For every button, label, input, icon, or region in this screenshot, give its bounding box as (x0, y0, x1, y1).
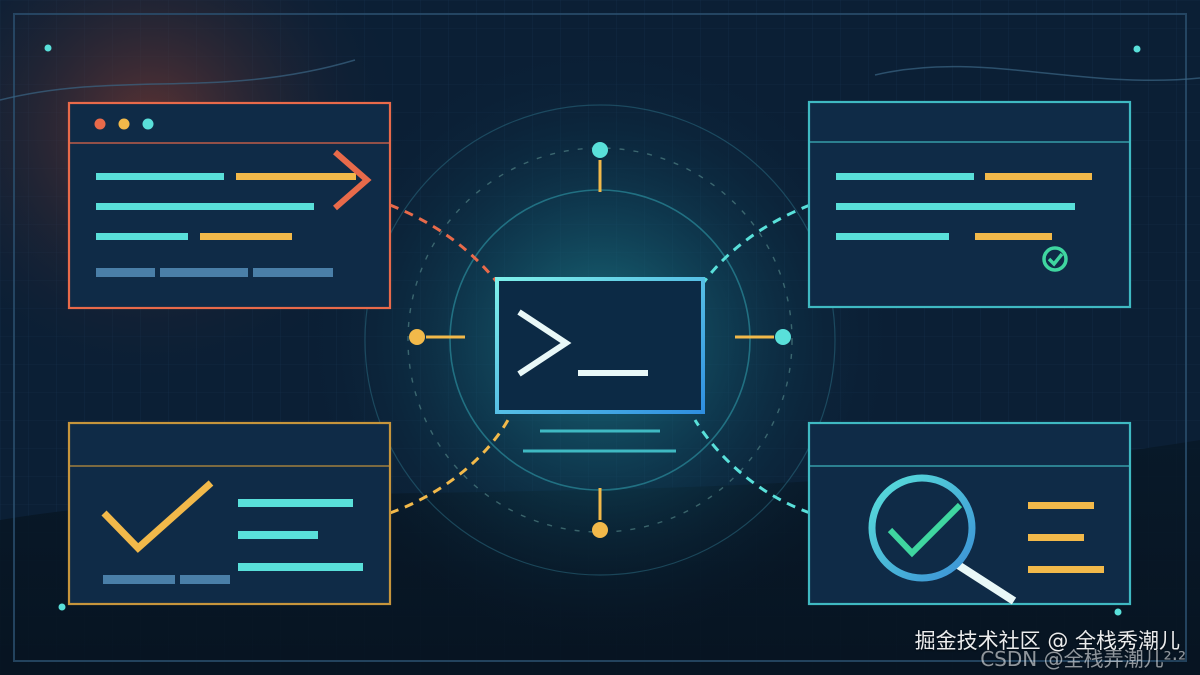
watermark-juejin: 掘金技术社区 @ 全栈秀潮儿 (914, 629, 1180, 653)
check-mark-icon (101, 480, 214, 553)
magnifier-check-icon (868, 474, 1017, 605)
window-dot-maximize (142, 118, 154, 130)
panel-bottom-right (807, 421, 1132, 606)
panel-top-right (807, 100, 1132, 309)
arrow-right-icon (333, 149, 372, 211)
terminal-icon (495, 277, 705, 414)
panel-bottom-left (67, 421, 392, 606)
watermark-csdn: CSDN @全栈弄潮儿²·² (980, 647, 1186, 671)
check-circle-icon (1042, 246, 1068, 272)
window-dot-close (94, 118, 106, 130)
window-dot-minimize (118, 118, 130, 130)
panel-top-left (67, 101, 392, 310)
